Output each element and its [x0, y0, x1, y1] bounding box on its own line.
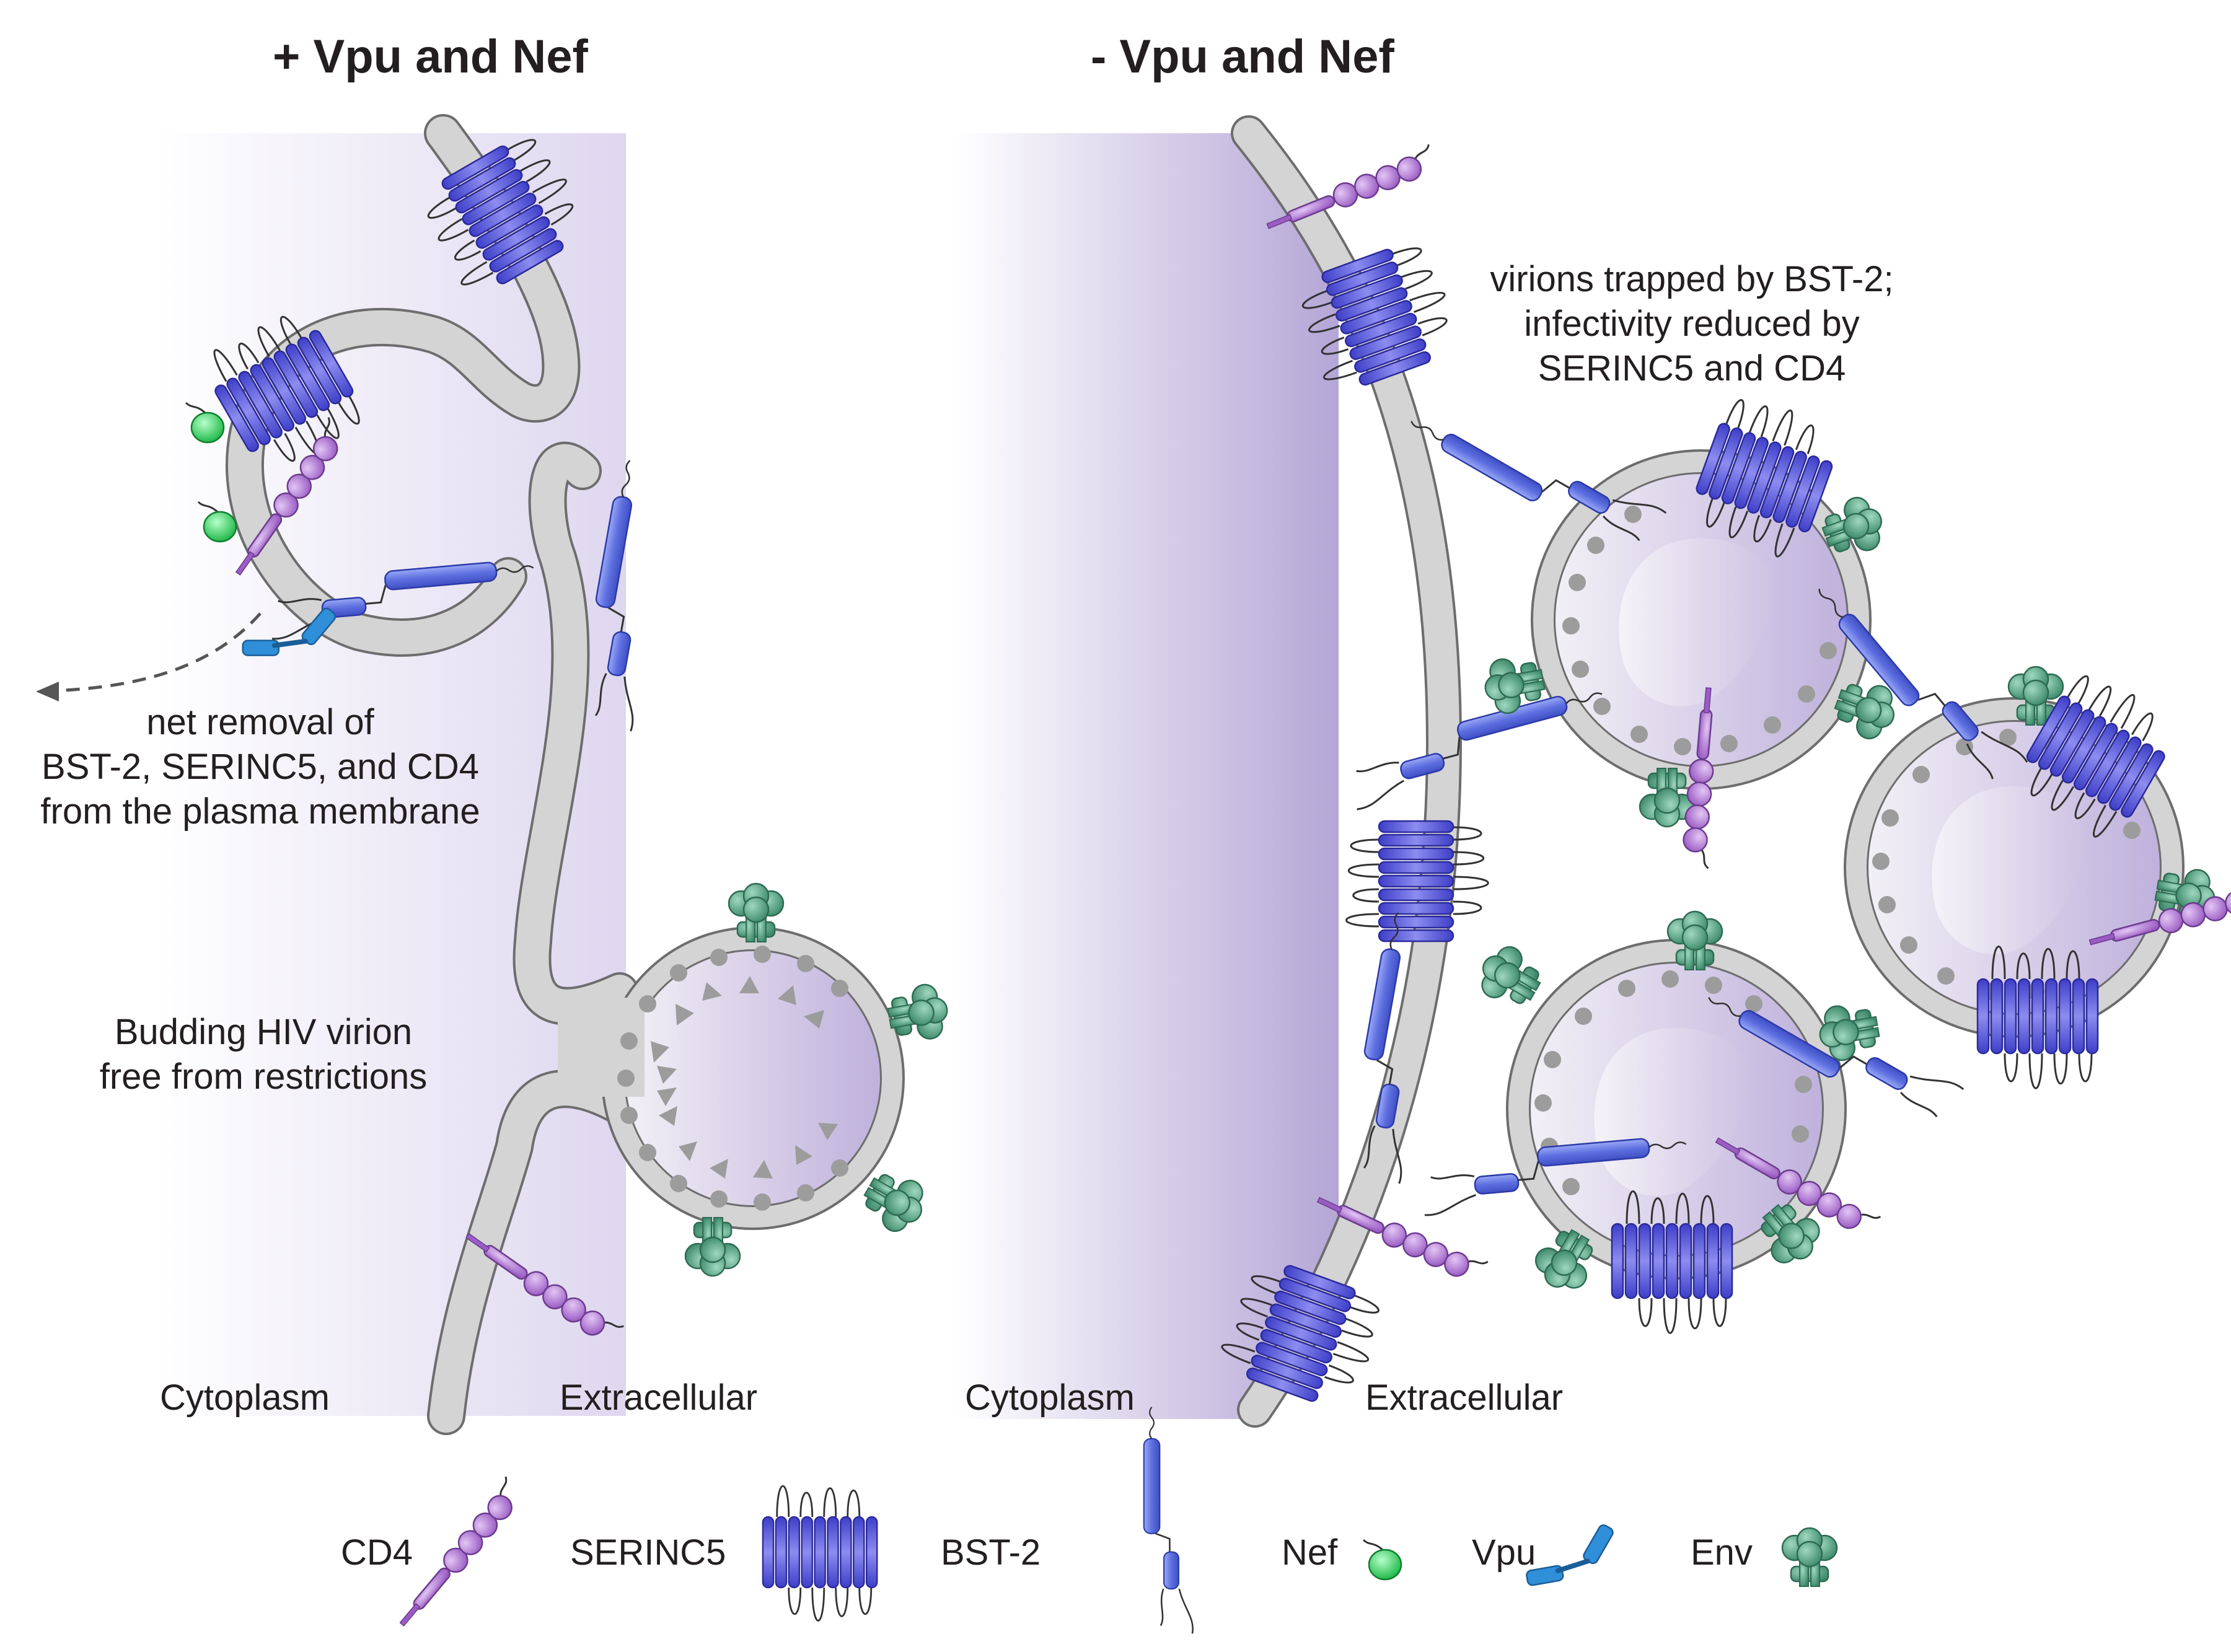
env-icon: [1781, 1527, 1838, 1588]
left-extracellular-label: Extracellular: [560, 1377, 758, 1418]
net-removal-line-1: net removal of: [146, 702, 374, 742]
budding-annotation: Budding HIV virion free from restriction…: [62, 1010, 465, 1099]
env-bud-top: [728, 882, 785, 943]
arrowhead: [36, 682, 59, 701]
right-panel-title: - Vpu and Nef: [1091, 30, 1394, 83]
budding-line-2: free from restrictions: [99, 1057, 428, 1097]
budding-line-1: Budding HIV virion: [114, 1012, 413, 1052]
trapped-line-3: SERINC5 and CD4: [1538, 348, 1846, 389]
net-removal-annotation: net removal of BST-2, SERINC5, and CD4 f…: [19, 700, 502, 834]
nef-icon: [1362, 1539, 1402, 1581]
env-bud-bottom: [684, 1216, 741, 1277]
left-panel-title: + Vpu and Nef: [273, 30, 588, 83]
trapped-line-1: virions trapped by BST-2;: [1490, 259, 1894, 299]
budding-virion: [558, 926, 905, 1230]
trapped-line-2: infectivity reduced by: [1524, 304, 1860, 344]
net-removal-line-3: from the plasma membrane: [40, 791, 480, 832]
env-virion-3b: [1666, 910, 1723, 971]
legend-nef-label: Nef: [1282, 1532, 1338, 1573]
serinc5-icon: [762, 1485, 878, 1622]
trapped-virion-1: [1531, 449, 1872, 790]
right-extracellular-label: Extracellular: [1365, 1377, 1564, 1418]
trapped-annotation: virions trapped by BST-2; infectivity re…: [1450, 257, 1934, 391]
legend-cd4-label: CD4: [341, 1532, 413, 1573]
removal-arrow: [49, 612, 262, 693]
net-removal-line-2: BST-2, SERINC5, and CD4: [42, 747, 479, 787]
legend-bst2-label: BST-2: [941, 1532, 1041, 1573]
legend-env-label: Env: [1691, 1532, 1753, 1573]
right-cytoplasm-label: Cytoplasm: [965, 1377, 1135, 1418]
bst2-icon: [1143, 1406, 1194, 1635]
env-virion-3a: [1470, 938, 1550, 1016]
legend-vpu-label: Vpu: [1472, 1532, 1536, 1573]
trapped-virion-3: [1506, 939, 1847, 1280]
legend-serinc5-label: SERINC5: [570, 1532, 726, 1573]
right-panel: [954, 115, 2231, 1428]
left-cytoplasm-label: Cytoplasm: [160, 1377, 330, 1418]
left-panel: [36, 114, 953, 1435]
right-cytoplasm-region: [954, 133, 1339, 1419]
gag-lattice: [617, 946, 848, 1211]
legend-icons: [389, 1406, 1838, 1635]
